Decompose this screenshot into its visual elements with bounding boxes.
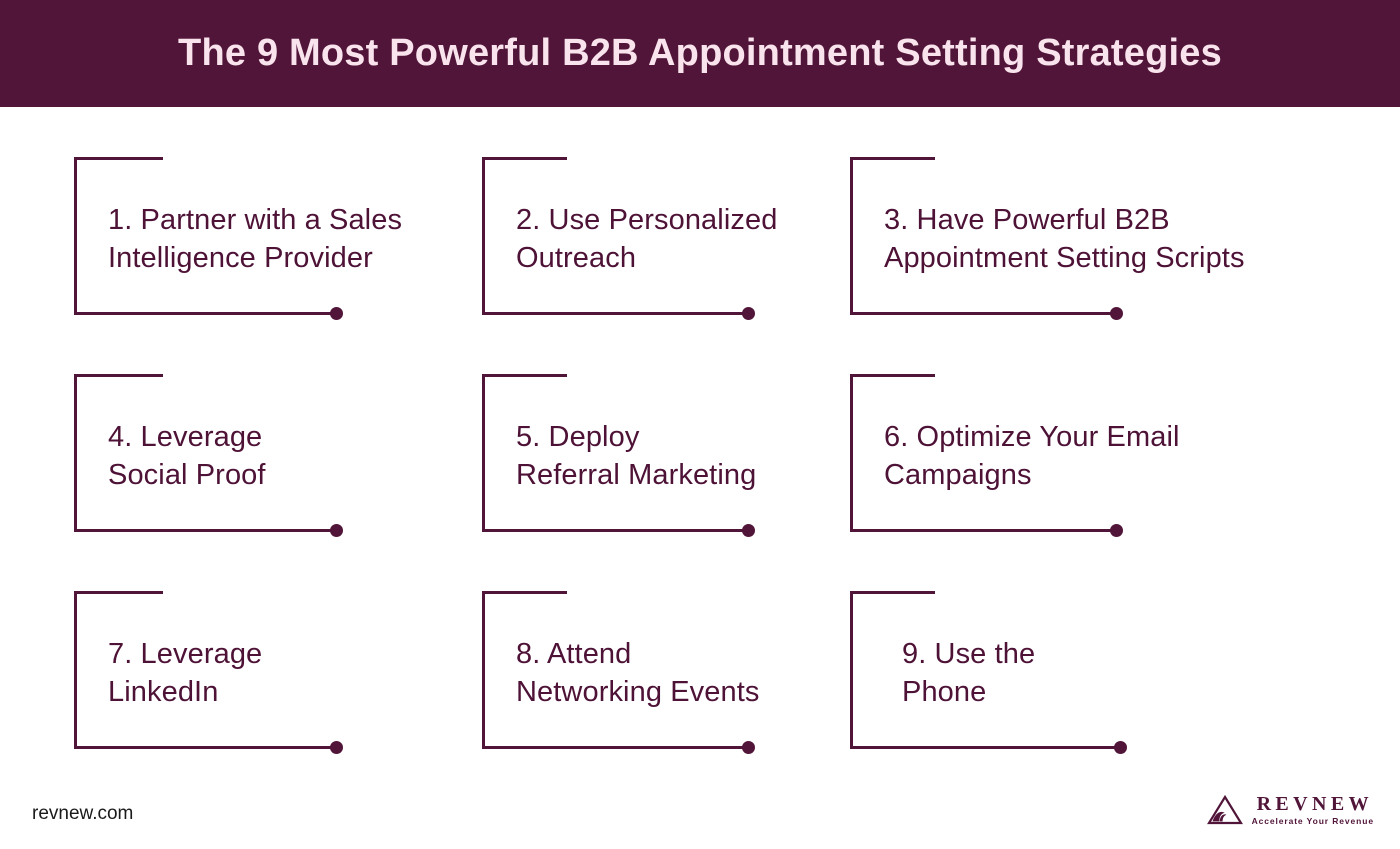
card-bracket-bottom-line — [850, 746, 1123, 749]
footer-website-url[interactable]: revnew.com — [32, 803, 134, 824]
card-bracket-bottom-line — [482, 312, 749, 315]
card-bracket-top-line — [482, 157, 567, 160]
card-bracket-top-line — [74, 374, 163, 377]
card-bracket-top-line — [74, 591, 163, 594]
strategy-card-3[interactable]: 3. Have Powerful B2B Appointment Setting… — [850, 157, 1244, 320]
card-bracket-left-line — [74, 591, 77, 749]
brand-tagline: Accelerate Your Revenue — [1251, 816, 1374, 826]
card-bracket-bottom-line — [850, 529, 1117, 532]
card-bracket-bottom-line — [482, 746, 749, 749]
card-bracket-top-line — [850, 374, 935, 377]
card-end-dot — [330, 524, 343, 537]
card-end-dot — [742, 524, 755, 537]
page-title: The 9 Most Powerful B2B Appointment Sett… — [178, 32, 1222, 74]
triangle-wave-logo-icon — [1206, 794, 1243, 824]
strategy-card-6-label: 6. Optimize Your Email Campaigns — [884, 421, 1180, 491]
card-bracket-bottom-line — [74, 312, 337, 315]
card-end-dot — [1114, 741, 1127, 754]
brand-logo[interactable]: REVNEW Accelerate Your Revenue — [1206, 794, 1374, 826]
card-end-dot — [330, 307, 343, 320]
strategy-card-5-label: 5. Deploy Referral Marketing — [516, 421, 757, 491]
card-bracket-left-line — [482, 591, 485, 749]
card-bracket-top-line — [482, 374, 567, 377]
card-bracket-left-line — [74, 157, 77, 315]
card-bracket-bottom-line — [850, 312, 1117, 315]
strategy-card-8-label: 8. Attend Networking Events — [516, 638, 760, 708]
card-bracket-left-line — [850, 374, 853, 532]
strategy-card-7-label: 7. Leverage LinkedIn — [108, 638, 263, 708]
card-end-dot — [1110, 307, 1123, 320]
strategy-card-1[interactable]: 1. Partner with a Sales Intelligence Pro… — [74, 157, 402, 320]
strategy-card-2[interactable]: 2. Use Personalized Outreach — [482, 157, 777, 320]
card-bracket-left-line — [850, 591, 853, 749]
card-end-dot — [742, 741, 755, 754]
card-bracket-left-line — [482, 374, 485, 532]
card-bracket-left-line — [74, 374, 77, 532]
brand-name: REVNEW — [1256, 793, 1373, 815]
strategy-card-4[interactable]: 4. Leverage Social Proof — [74, 374, 349, 537]
card-bracket-left-line — [850, 157, 853, 315]
card-bracket-left-line — [482, 157, 485, 315]
strategy-card-grid: 1. Partner with a Sales Intelligence Pro… — [0, 107, 1400, 779]
strategy-card-3-label: 3. Have Powerful B2B Appointment Setting… — [884, 204, 1245, 274]
strategy-card-1-label: 1. Partner with a Sales Intelligence Pro… — [108, 204, 403, 274]
card-bracket-bottom-line — [482, 529, 749, 532]
strategy-card-2-label: 2. Use Personalized Outreach — [516, 204, 778, 274]
header-banner: The 9 Most Powerful B2B Appointment Sett… — [0, 0, 1400, 107]
strategy-card-7[interactable]: 7. Leverage LinkedIn — [74, 591, 349, 754]
strategy-card-9[interactable]: 9. Use the Phone — [850, 591, 1127, 754]
strategy-card-8[interactable]: 8. Attend Networking Events — [482, 591, 759, 754]
strategy-card-6[interactable]: 6. Optimize Your Email Campaigns — [850, 374, 1179, 537]
strategy-card-9-label: 9. Use the Phone — [902, 638, 1036, 708]
card-end-dot — [1110, 524, 1123, 537]
card-bracket-top-line — [74, 157, 163, 160]
card-end-dot — [330, 741, 343, 754]
card-bracket-top-line — [482, 591, 567, 594]
card-bracket-top-line — [850, 157, 935, 160]
brand-wordmark: REVNEW Accelerate Your Revenue — [1252, 794, 1374, 826]
card-bracket-bottom-line — [74, 746, 337, 749]
card-bracket-bottom-line — [74, 529, 337, 532]
footer: revnew.com REVNEW Accelerate Your Revenu… — [0, 779, 1400, 849]
strategy-card-5[interactable]: 5. Deploy Referral Marketing — [482, 374, 757, 537]
card-end-dot — [742, 307, 755, 320]
strategy-card-4-label: 4. Leverage Social Proof — [108, 421, 266, 491]
card-bracket-top-line — [850, 591, 935, 594]
